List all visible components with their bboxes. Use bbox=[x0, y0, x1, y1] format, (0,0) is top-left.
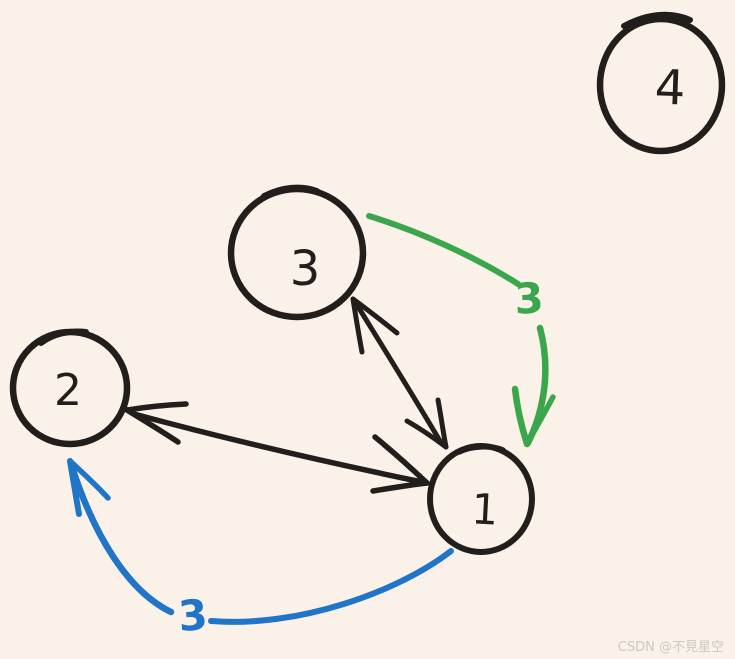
edge-3-1-arrowhead-to-1-barb-left bbox=[404, 418, 449, 450]
edge-3-1-arrowhead-to-3-barb-right bbox=[350, 296, 400, 336]
node-1-label: 1 bbox=[470, 484, 499, 534]
node-2-label: 2 bbox=[54, 365, 82, 416]
node-4-pen-overlap-stroke bbox=[621, 11, 693, 29]
edge-3-1-green-weighted: 3 bbox=[366, 213, 556, 448]
node-3: 3 bbox=[227, 184, 367, 321]
edge-green-arrowhead-barb-right bbox=[524, 394, 556, 447]
node-2: 2 bbox=[9, 328, 131, 448]
edge-3-1-arrowhead-to-1-barb-up bbox=[435, 397, 449, 450]
node-4-label: 4 bbox=[654, 59, 686, 116]
edge-2-1-arrowhead-to-1-barb-down bbox=[370, 480, 430, 494]
edge-green-segment-upper bbox=[366, 213, 521, 287]
edge-green-arrowhead-barb-left bbox=[511, 385, 531, 448]
edge-blue-arrowhead-barb-down bbox=[67, 458, 82, 517]
edge-2-1-arrowhead-to-1-barb-up bbox=[372, 434, 430, 486]
node-4: 4 bbox=[596, 11, 726, 155]
edge-2-1-arrowhead-to-2-barb-down bbox=[124, 407, 181, 445]
edge-3-1-line bbox=[354, 302, 443, 444]
edge-blue-weight-label: 3 bbox=[177, 590, 210, 641]
edge-green-weight-label: 3 bbox=[513, 273, 545, 323]
node-3-label: 3 bbox=[290, 241, 321, 297]
edge-3-1-arrowhead-to-3-barb-left bbox=[350, 296, 365, 355]
node-2-pen-overlap-stroke bbox=[38, 328, 89, 346]
edge-2-1-arrowhead-to-2-barb-up bbox=[124, 401, 189, 413]
edge-1-2-blue-weighted: 3 bbox=[67, 458, 454, 641]
csdn-watermark: CSDN @不見星空 bbox=[618, 640, 724, 655]
edge-2-1-line bbox=[131, 411, 425, 485]
edge-blue-segment-right bbox=[208, 548, 454, 625]
edge-2-1-bidirectional bbox=[124, 401, 430, 494]
node-1: 1 bbox=[427, 443, 535, 555]
node-3-pen-overlap-stroke bbox=[261, 184, 320, 199]
node-4-circle bbox=[596, 15, 726, 155]
node-1-pen-overlap-stroke bbox=[456, 444, 506, 455]
edge-3-1-bidirectional bbox=[350, 296, 449, 450]
edge-blue-segment-left bbox=[67, 460, 175, 616]
